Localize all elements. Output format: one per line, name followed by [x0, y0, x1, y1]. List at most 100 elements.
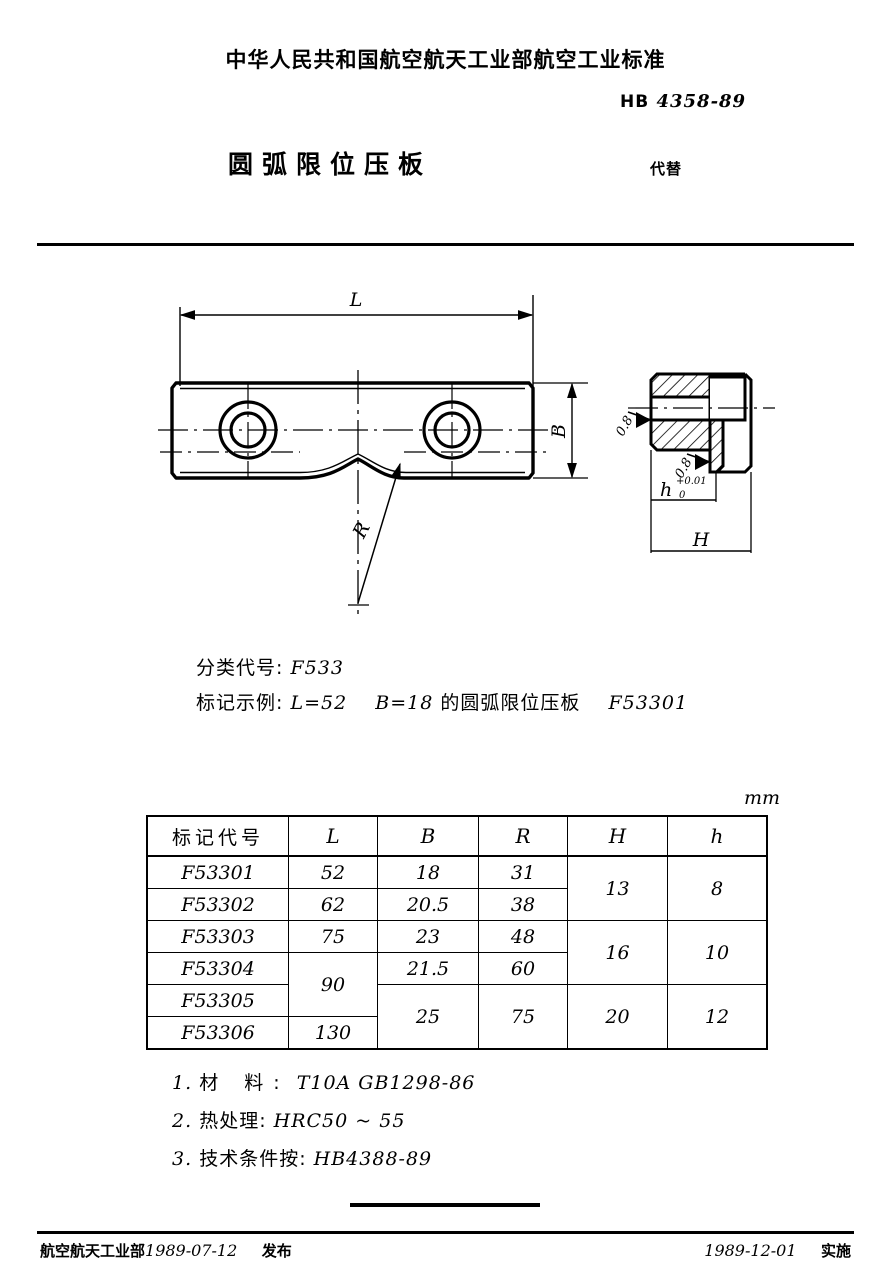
footer-issue-action: 发布	[261, 1242, 292, 1260]
side-section-view: 0.8 0.8 h +0.01 0	[613, 372, 775, 553]
cell-H: 13	[567, 855, 668, 921]
header-divider	[37, 243, 854, 246]
standard-code: 4358-89	[656, 91, 747, 112]
dimension-h: h +0.01 0	[650, 450, 717, 502]
roughness-value-left: 0.8	[613, 414, 636, 439]
cell-B: 20.5	[377, 888, 479, 921]
footer-issue: 航空航天工业部1989-07-12 发布	[40, 1240, 292, 1261]
cell-B: 25	[377, 984, 479, 1050]
cell-h: 8	[667, 855, 768, 921]
cell-R: 75	[478, 984, 568, 1050]
cell-L: 75	[288, 920, 378, 953]
header-cell-B: B	[377, 815, 479, 857]
tolerance-lower: 0	[679, 490, 686, 501]
dimension-B: B	[533, 382, 588, 479]
cell-H: 16	[567, 920, 668, 985]
cell-B: 23	[377, 920, 479, 953]
header-cell-R: R	[478, 815, 568, 857]
marking-example-text: 的圆弧限位压板	[440, 692, 581, 714]
table-row: F53302 62 20.5 38	[146, 888, 767, 921]
note-item: 2. 热处理: HRC50 ~ 55	[172, 1106, 475, 1133]
replaces-label: 代替	[650, 160, 683, 178]
dimension-L-label: L	[349, 289, 363, 311]
dimension-H: H	[650, 472, 752, 553]
cell-L: 130	[288, 1016, 378, 1050]
dimension-H-label: H	[692, 529, 710, 551]
note-label: 热处理:	[199, 1110, 267, 1132]
note-label: 材 料:	[199, 1072, 290, 1094]
dimension-R: R	[348, 462, 401, 606]
header-cell-L: L	[288, 815, 378, 857]
hole-left	[218, 383, 278, 478]
cell-H: 20	[567, 984, 668, 1050]
cell-code: F53301	[146, 855, 289, 889]
standard-number: HB 4358-89	[620, 91, 746, 112]
table-row: F53305 25 75 20 12	[146, 984, 768, 1050]
organization-title: 中华人民共和国航空航天工业部航空工业标准	[225, 48, 666, 72]
classification-code-label: 分类代号:	[196, 657, 284, 679]
cell-L: 62	[288, 888, 378, 921]
cell-code: F53305	[146, 984, 289, 1017]
note-number: 2.	[172, 1110, 193, 1132]
specification-table: 标记代号 L B R H h F53301 52 18 31 13 8 F533…	[146, 815, 768, 1050]
note-item: 1. 材 料: T10A GB1298-86	[172, 1068, 475, 1095]
header-cell-H: H	[567, 815, 668, 857]
footer-issue-date: 1989-07-12	[145, 1241, 238, 1260]
hole-right	[422, 383, 482, 478]
cell-L: 52	[288, 855, 378, 889]
cell-B: 21.5	[377, 952, 479, 985]
note-value: HRC50 ~ 55	[273, 1110, 406, 1132]
marking-example-B: B=18	[375, 692, 434, 714]
footer-effective: 1989-12-01 实施	[704, 1240, 851, 1261]
dimension-h-label: h	[660, 479, 672, 501]
cell-h: 12	[667, 984, 768, 1050]
marking-example-line: 标记示例: L=52 B=18 的圆弧限位压板 F53301	[196, 688, 688, 715]
table-row: F53304 90 21.5 60	[146, 952, 767, 1017]
part-name-title: 圆弧限位压板	[228, 150, 433, 179]
table-header-row: 标记代号 L B R H h	[146, 815, 768, 857]
note-number: 1.	[172, 1072, 193, 1094]
cell-R: 38	[478, 888, 568, 921]
cell-L: 90	[288, 952, 378, 1017]
table-row: F53301 52 18 31 13 8	[146, 855, 768, 921]
note-label: 技术条件按:	[199, 1148, 307, 1170]
table-unit-label: mm	[744, 787, 781, 809]
table-row: F53303 75 23 48 16 10	[146, 920, 768, 985]
notes-list: 1. 材 料: T10A GB1298-86 2. 热处理: HRC50 ~ 5…	[172, 1068, 475, 1182]
marking-example-L: L=52	[290, 692, 348, 714]
header-cell-h: h	[667, 815, 768, 857]
marking-example-label: 标记示例:	[196, 692, 284, 714]
note-value: T10A GB1298-86	[296, 1072, 476, 1094]
footer-divider	[37, 1231, 854, 1234]
table-row: F53306 130	[146, 1016, 767, 1050]
dimension-L: L	[179, 289, 534, 386]
footer-effective-action: 实施	[820, 1242, 851, 1260]
front-view	[158, 370, 556, 615]
dimension-R-label: R	[348, 519, 375, 543]
footer-issuer: 航空航天工业部	[40, 1242, 146, 1260]
cell-R: 48	[478, 920, 568, 953]
technical-drawing: L	[0, 270, 891, 630]
drawing-svg: L	[158, 289, 775, 615]
cell-R: 31	[478, 855, 568, 889]
marking-example-code: F53301	[608, 692, 689, 714]
cell-B: 18	[377, 855, 479, 889]
dimension-B-label: B	[548, 424, 570, 439]
classification-code-value: F533	[290, 657, 344, 679]
footer-effective-date: 1989-12-01	[704, 1241, 797, 1260]
standard-prefix: HB	[620, 92, 650, 112]
cell-code: F53303	[146, 920, 289, 953]
cell-code: F53304	[146, 952, 289, 985]
tolerance-upper: +0.01	[676, 476, 707, 487]
footer-accent-bar	[350, 1203, 540, 1207]
classification-code-line: 分类代号: F533	[196, 653, 344, 680]
note-number: 3.	[172, 1148, 193, 1170]
cell-code: F53302	[146, 888, 289, 921]
note-item: 3. 技术条件按: HB4388-89	[172, 1144, 475, 1171]
header-cell-code: 标记代号	[146, 815, 289, 857]
roughness-symbol-left: 0.8	[613, 411, 652, 439]
note-value: HB4388-89	[313, 1148, 433, 1170]
cell-h: 10	[667, 920, 768, 985]
cell-R: 60	[478, 952, 568, 985]
